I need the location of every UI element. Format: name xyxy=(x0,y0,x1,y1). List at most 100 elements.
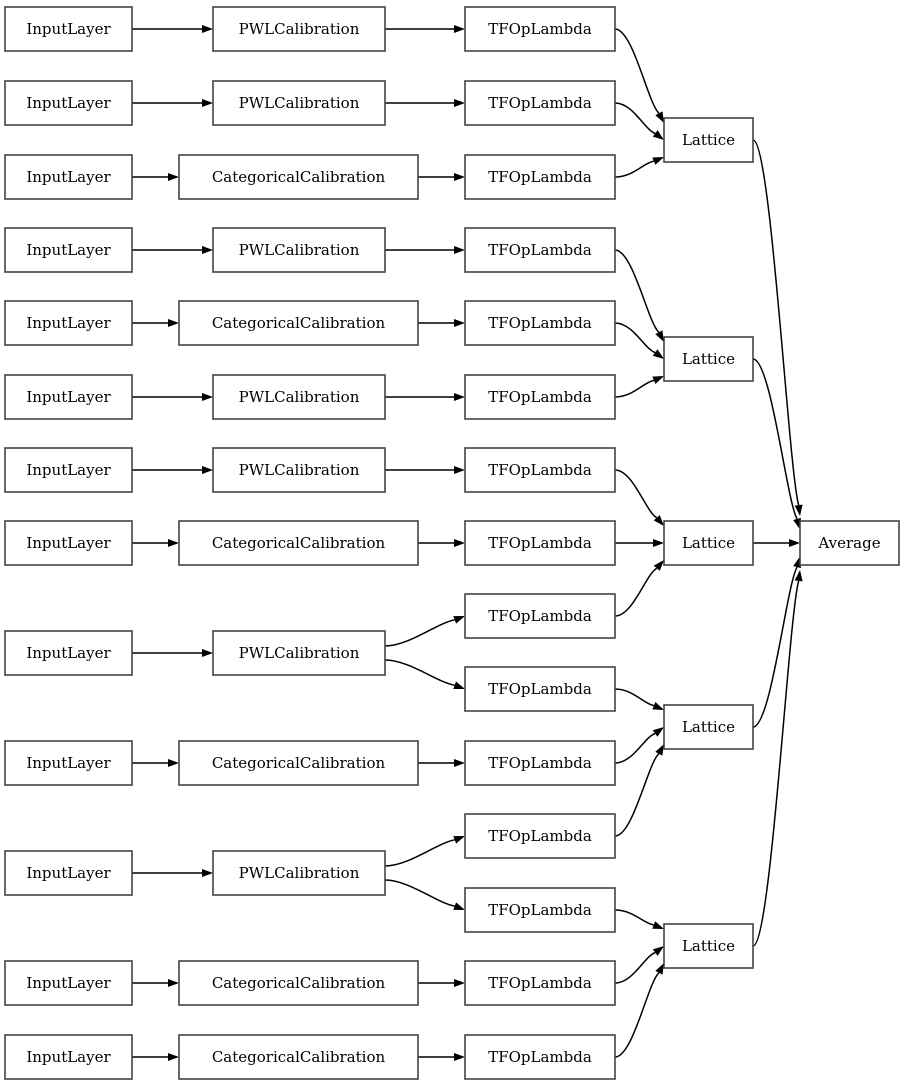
node-categoricalcalibration-cal3: CategoricalCalibration xyxy=(178,154,419,200)
edge-lam3-to-lat1 xyxy=(614,160,655,178)
node-label: PWLCalibration xyxy=(239,94,360,112)
node-box xyxy=(464,300,616,346)
node-label: InputLayer xyxy=(26,754,111,772)
node-label: InputLayer xyxy=(26,241,111,259)
node-label: InputLayer xyxy=(26,534,111,552)
node-pwlcalibration-cal2: PWLCalibration xyxy=(212,80,386,126)
node-tfoplambda-lam3: TFOpLambda xyxy=(464,154,616,200)
node-label: Lattice xyxy=(682,718,735,736)
node-box xyxy=(464,1034,616,1080)
node-box xyxy=(464,593,616,639)
edge-lam15-to-lat5 xyxy=(614,972,660,1058)
node-tfoplambda-lam7: TFOpLambda xyxy=(464,447,616,493)
node-box xyxy=(464,80,616,126)
arrowhead-icon xyxy=(653,560,664,571)
node-label: TFOpLambda xyxy=(488,20,592,38)
node-label: InputLayer xyxy=(26,20,111,38)
arrowhead-icon xyxy=(202,869,213,877)
node-categoricalcalibration-cal13: CategoricalCalibration xyxy=(178,1034,419,1080)
node-tfoplambda-lam10: TFOpLambda xyxy=(464,666,616,712)
node-label: CategoricalCalibration xyxy=(212,534,386,552)
node-label: PWLCalibration xyxy=(239,20,360,38)
edge-lat1-to-avg xyxy=(752,139,800,506)
arrowhead-icon xyxy=(453,836,465,844)
arrowhead-icon xyxy=(454,246,465,254)
node-label: TFOpLambda xyxy=(488,827,592,845)
node-box xyxy=(4,447,133,493)
node-inputlayer-in11: InputLayer xyxy=(4,850,133,896)
node-box xyxy=(464,960,616,1006)
arrowhead-icon xyxy=(453,616,465,624)
node-categoricalcalibration-cal10: CategoricalCalibration xyxy=(178,740,419,786)
edge-lat4-to-avg xyxy=(752,566,798,728)
edge-lam11-to-lat4 xyxy=(614,732,656,764)
arrowhead-icon xyxy=(168,173,179,181)
node-pwlcalibration-cal1: PWLCalibration xyxy=(212,6,386,52)
node-box xyxy=(212,6,386,52)
arrowhead-icon xyxy=(168,1053,179,1061)
node-box xyxy=(212,227,386,273)
node-lattice-lat2: Lattice xyxy=(663,336,754,382)
node-label: PWLCalibration xyxy=(239,461,360,479)
node-box xyxy=(464,447,616,493)
node-box xyxy=(4,960,133,1006)
node-box xyxy=(464,6,616,52)
arrowhead-icon xyxy=(454,466,465,474)
node-tfoplambda-lam14: TFOpLambda xyxy=(464,960,616,1006)
node-box xyxy=(4,374,133,420)
node-label: InputLayer xyxy=(26,974,111,992)
node-box xyxy=(212,447,386,493)
node-tfoplambda-lam1: TFOpLambda xyxy=(464,6,616,52)
node-inputlayer-in12: InputLayer xyxy=(4,960,133,1006)
arrowhead-icon xyxy=(168,759,179,767)
node-box xyxy=(212,374,386,420)
node-inputlayer-in9: InputLayer xyxy=(4,630,133,676)
node-inputlayer-in8: InputLayer xyxy=(4,520,133,566)
node-box xyxy=(4,1034,133,1080)
node-label: InputLayer xyxy=(26,644,111,662)
node-label: PWLCalibration xyxy=(239,388,360,406)
arrowhead-icon xyxy=(454,1053,465,1061)
node-label: Average xyxy=(817,534,880,552)
node-box xyxy=(4,300,133,346)
arrowhead-icon xyxy=(653,539,664,547)
edge-lam14-to-lat5 xyxy=(614,951,656,984)
node-label: CategoricalCalibration xyxy=(212,974,386,992)
arrowhead-icon xyxy=(655,744,664,756)
edge-lam1-to-lat1 xyxy=(614,28,660,114)
node-box xyxy=(663,923,754,969)
arrowhead-icon xyxy=(454,393,465,401)
arrowhead-icon xyxy=(794,504,803,516)
arrowhead-icon xyxy=(454,173,465,181)
node-label: Lattice xyxy=(682,131,735,149)
node-tfoplambda-lam15: TFOpLambda xyxy=(464,1034,616,1080)
node-inputlayer-in1: InputLayer xyxy=(4,6,133,52)
node-label: InputLayer xyxy=(26,168,111,186)
edge-lam12-to-lat4 xyxy=(614,753,660,837)
node-inputlayer-in4: InputLayer xyxy=(4,227,133,273)
node-label: Lattice xyxy=(682,534,735,552)
node-box xyxy=(464,740,616,786)
arrowhead-icon xyxy=(793,517,801,530)
node-label: CategoricalCalibration xyxy=(212,754,386,772)
arrowhead-icon xyxy=(793,556,801,569)
node-box xyxy=(4,227,133,273)
edge-lam4-to-lat2 xyxy=(614,249,660,333)
node-box xyxy=(178,154,419,200)
node-box xyxy=(663,520,754,566)
node-tfoplambda-lam12: TFOpLambda xyxy=(464,813,616,859)
node-box xyxy=(4,850,133,896)
node-label: InputLayer xyxy=(26,388,111,406)
node-inputlayer-in6: InputLayer xyxy=(4,374,133,420)
edge-lam10-to-lat4 xyxy=(614,688,655,707)
node-label: CategoricalCalibration xyxy=(212,314,386,332)
node-label: InputLayer xyxy=(26,1048,111,1066)
node-box xyxy=(4,154,133,200)
node-categoricalcalibration-cal5: CategoricalCalibration xyxy=(178,300,419,346)
node-label: TFOpLambda xyxy=(488,680,592,698)
node-box xyxy=(663,117,754,163)
node-label: TFOpLambda xyxy=(488,754,592,772)
arrowhead-icon xyxy=(168,539,179,547)
